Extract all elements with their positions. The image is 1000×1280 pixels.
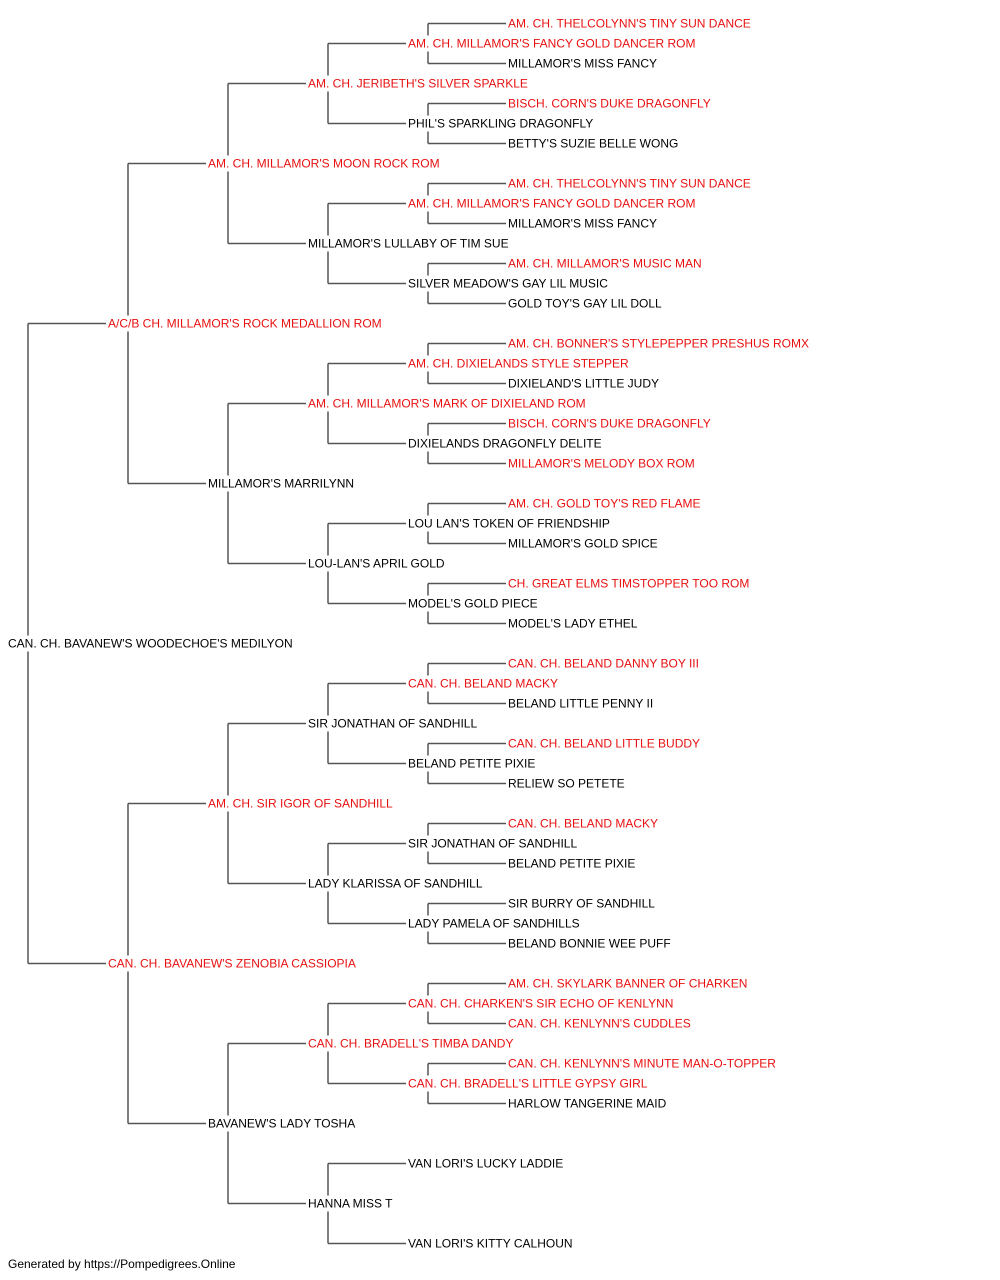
dam-name: BETTY'S SUZIE BELLE WONG xyxy=(508,137,678,151)
dam-name: MODEL'S GOLD PIECE xyxy=(408,597,538,611)
sire-name: AM. CH. MILLAMOR'S MOON ROCK ROM xyxy=(208,157,440,171)
dam-name: BELAND BONNIE WEE PUFF xyxy=(508,937,671,951)
dam-name: LADY PAMELA OF SANDHILLS xyxy=(408,917,580,931)
sire-name: VAN LORI'S LUCKY LADDIE xyxy=(408,1157,563,1171)
sire-name: CAN. CH. BELAND LITTLE BUDDY xyxy=(508,737,700,751)
dam-name: MILLAMOR'S MARRILYNN xyxy=(208,477,354,491)
dam-name: BELAND PETITE PIXIE xyxy=(508,857,635,871)
dam-name: VAN LORI'S KITTY CALHOUN xyxy=(408,1237,573,1251)
dam-name: HANNA MISS T xyxy=(308,1197,393,1211)
sire-name: BISCH. CORN'S DUKE DRAGONFLY xyxy=(508,97,711,111)
sire-name: AM. CH. MILLAMOR'S MARK OF DIXIELAND ROM xyxy=(308,397,586,411)
dam-name: LOU-LAN'S APRIL GOLD xyxy=(308,557,445,571)
sire-name: CAN. CH. BELAND MACKY xyxy=(508,817,658,831)
dam-name: GOLD TOY'S GAY LIL DOLL xyxy=(508,297,662,311)
dam-name: DIXIELAND'S LITTLE JUDY xyxy=(508,377,659,391)
sire-name: CAN. CH. BELAND DANNY BOY III xyxy=(508,657,699,671)
sire-name: SIR JONATHAN OF SANDHILL xyxy=(408,837,577,851)
dam-name: MILLAMOR'S MELODY BOX ROM xyxy=(508,457,695,471)
sire-name: SIR JONATHAN OF SANDHILL xyxy=(308,717,477,731)
sire-name: AM. CH. BONNER'S STYLEPEPPER PRESHUS ROM… xyxy=(508,337,809,351)
dam-name: RELIEW SO PETETE xyxy=(508,777,625,791)
sire-name: AM. CH. JERIBETH'S SILVER SPARKLE xyxy=(308,77,528,91)
sire-name: CAN. CH. BELAND MACKY xyxy=(408,677,558,691)
sire-name: AM. CH. GOLD TOY'S RED FLAME xyxy=(508,497,701,511)
sire-name: AM. CH. THELCOLYNN'S TINY SUN DANCE xyxy=(508,177,751,191)
sire-name: AM. CH. MILLAMOR'S FANCY GOLD DANCER ROM xyxy=(408,37,695,51)
sire-name: CAN. CH. BRADELL'S TIMBA DANDY xyxy=(308,1037,513,1051)
dam-name: BELAND PETITE PIXIE xyxy=(408,757,535,771)
dam-name: CAN. CH. BRADELL'S LITTLE GYPSY GIRL xyxy=(408,1077,648,1091)
dam-name: CAN. CH. KENLYNN'S CUDDLES xyxy=(508,1017,691,1031)
sire-name: AM. CH. MILLAMOR'S MUSIC MAN xyxy=(508,257,702,271)
dam-name: LADY KLARISSA OF SANDHILL xyxy=(308,877,483,891)
sire-name: LOU LAN'S TOKEN OF FRIENDSHIP xyxy=(408,517,610,531)
footer-credit: Generated by https://Pompedigrees.Online xyxy=(8,1257,236,1271)
dam-name: MILLAMOR'S GOLD SPICE xyxy=(508,537,658,551)
sire-name: CAN. CH. CHARKEN'S SIR ECHO OF KENLYNN xyxy=(408,997,673,1011)
sire-name: AM. CH. MILLAMOR'S FANCY GOLD DANCER ROM xyxy=(408,197,695,211)
dam-name: SILVER MEADOW'S GAY LIL MUSIC xyxy=(408,277,608,291)
sire-name: AM. CH. DIXIELANDS STYLE STEPPER xyxy=(408,357,629,371)
sire-name: CH. GREAT ELMS TIMSTOPPER TOO ROM xyxy=(508,577,749,591)
sire-name: AM. CH. SIR IGOR OF SANDHILL xyxy=(208,797,393,811)
subject-name: CAN. CH. BAVANEW'S WOODECHOE'S MEDILYON xyxy=(8,637,293,651)
sire-name: AM. CH. SKYLARK BANNER OF CHARKEN xyxy=(508,977,747,991)
sire-name: A/C/B CH. MILLAMOR'S ROCK MEDALLION ROM xyxy=(108,317,382,331)
sire-name: CAN. CH. KENLYNN'S MINUTE MAN-O-TOPPER xyxy=(508,1057,776,1071)
sire-name: SIR BURRY OF SANDHILL xyxy=(508,897,655,911)
dam-name: CAN. CH. BAVANEW'S ZENOBIA CASSIOPIA xyxy=(108,957,356,971)
dam-name: MODEL'S LADY ETHEL xyxy=(508,617,638,631)
dam-name: BELAND LITTLE PENNY II xyxy=(508,697,653,711)
dam-name: BAVANEW'S LADY TOSHA xyxy=(208,1117,355,1131)
dam-name: DIXIELANDS DRAGONFLY DELITE xyxy=(408,437,602,451)
dam-name: MILLAMOR'S MISS FANCY xyxy=(508,217,657,231)
dam-name: MILLAMOR'S MISS FANCY xyxy=(508,57,657,71)
dam-name: HARLOW TANGERINE MAID xyxy=(508,1097,667,1111)
dam-name: PHIL'S SPARKLING DRAGONFLY xyxy=(408,117,593,131)
sire-name: AM. CH. THELCOLYNN'S TINY SUN DANCE xyxy=(508,17,751,31)
sire-name: BISCH. CORN'S DUKE DRAGONFLY xyxy=(508,417,711,431)
dam-name: MILLAMOR'S LULLABY OF TIM SUE xyxy=(308,237,509,251)
